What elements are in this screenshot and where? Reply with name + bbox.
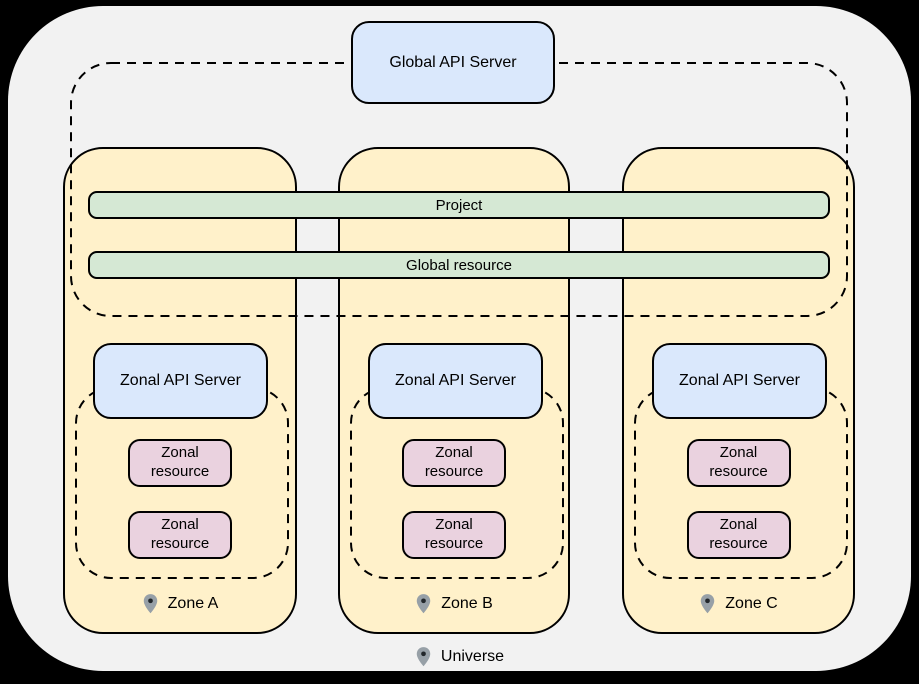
location-pin-icon (416, 594, 431, 614)
zonal-resource-label: Zonal resource (424, 444, 484, 480)
zonal-resource-node: Zonal resource (128, 439, 232, 487)
zone-label: Zone C (725, 595, 778, 612)
zonal-resource-node: Zonal resource (686, 439, 791, 487)
global-api-server-node: Global API Server (351, 21, 555, 104)
zonal-resource-node: Zonal resource (402, 439, 506, 487)
zone-label: Zone A (167, 595, 219, 612)
zonal-api-server-node: Zonal API Server (368, 343, 543, 419)
zonal-resource-label: Zonal resource (709, 444, 768, 480)
project-bar-label: Project (435, 196, 483, 214)
zone-label-row: Zone A (65, 589, 295, 619)
zone-label-row: Zone C (624, 589, 853, 619)
zonal-resource-label: Zonal resource (709, 516, 768, 552)
zone-container-a: Zonal API Server Zonal resource Zonal re… (63, 147, 297, 634)
zone-label-row: Zone B (340, 589, 568, 619)
zonal-resource-node: Zonal resource (402, 511, 506, 559)
zonal-api-server-label: Zonal API Server (120, 372, 241, 389)
zonal-api-server-label: Zonal API Server (395, 372, 516, 389)
global-api-server-label: Global API Server (389, 53, 517, 71)
zone-container-b: Zonal API Server Zonal resource Zonal re… (338, 147, 570, 634)
zonal-api-server-node: Zonal API Server (652, 343, 827, 419)
universe-label: Universe (440, 648, 505, 665)
zonal-resource-label: Zonal resource (150, 516, 210, 552)
project-bar: Project (88, 191, 830, 219)
zonal-api-server-node: Zonal API Server (93, 343, 268, 419)
universe-label-row: Universe (0, 643, 919, 671)
location-pin-icon (143, 594, 157, 614)
zonal-resource-label: Zonal resource (424, 516, 484, 552)
global-resource-bar: Global resource (88, 251, 830, 279)
global-resource-bar-label: Global resource (406, 256, 512, 274)
zone-label: Zone B (441, 595, 493, 612)
location-pin-icon (416, 647, 431, 667)
zonal-resource-node: Zonal resource (686, 511, 791, 559)
zonal-resource-node: Zonal resource (128, 511, 232, 559)
zone-container-c: Zonal API Server Zonal resource Zonal re… (622, 147, 855, 634)
zonal-api-server-label: Zonal API Server (679, 372, 800, 389)
location-pin-icon (701, 594, 715, 614)
zonal-resource-label: Zonal resource (150, 444, 210, 480)
